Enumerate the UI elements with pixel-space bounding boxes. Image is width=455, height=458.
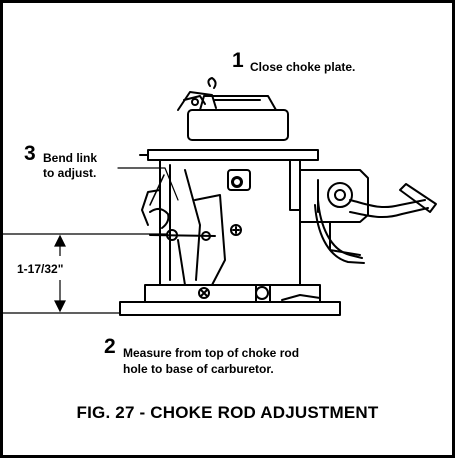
step-2-number: 2 xyxy=(104,335,116,358)
step-3-line-2: to adjust. xyxy=(43,166,97,180)
step-3-line-1: Bend link xyxy=(43,151,98,165)
dimension-label: 1-17/32" xyxy=(17,262,64,276)
step-1-number: 1 xyxy=(232,49,244,72)
step-2-line-1: Measure from top of choke rod xyxy=(123,346,300,360)
step-2-line-2: hole to base of carburetor. xyxy=(123,362,274,376)
step-3-number: 3 xyxy=(24,142,36,165)
step-1-text: Close choke plate. xyxy=(250,60,356,74)
figure-caption: FIG. 27 - CHOKE ROD ADJUSTMENT xyxy=(76,403,379,422)
